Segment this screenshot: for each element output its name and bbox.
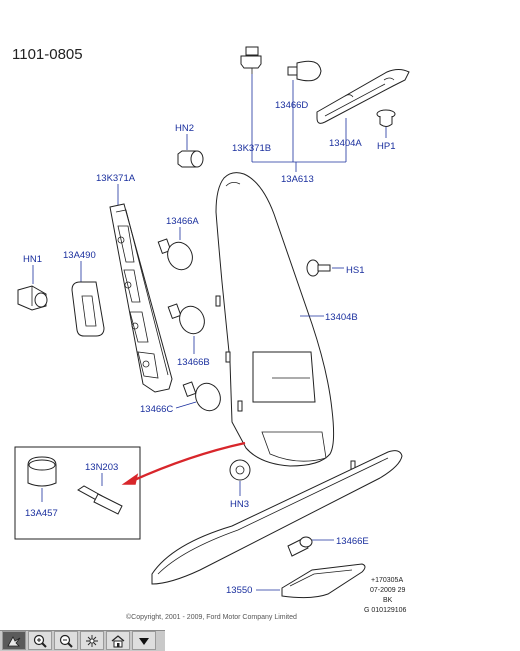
cover-13A490 <box>71 281 105 337</box>
label-13466C: 13466C <box>140 404 173 415</box>
label-13N203: 13N203 <box>85 462 118 473</box>
label-HN2: HN2 <box>175 123 194 134</box>
label-13A490: 13A490 <box>63 250 96 261</box>
home-button[interactable] <box>106 631 130 650</box>
label-13404A: 13404A <box>329 138 362 149</box>
label-13466B: 13466B <box>177 357 210 368</box>
stop-lamp-13404A <box>316 69 410 124</box>
stamp-line-4: G 010129106 <box>364 607 407 614</box>
zoom-out-icon <box>59 634 73 648</box>
nut-HN2 <box>177 150 204 168</box>
bulb-13466B <box>167 303 205 335</box>
home-icon <box>111 634 125 647</box>
select-icon <box>7 635 21 646</box>
bulb-13N203 <box>77 485 123 515</box>
bulb-13466A <box>157 238 193 271</box>
label-13K371A: 13K371A <box>96 173 136 184</box>
label-13K371B: 13K371B <box>232 143 271 154</box>
bulb-13466E <box>287 536 313 557</box>
bulb-13466D <box>287 60 322 82</box>
moulding-13550 <box>151 450 403 585</box>
label-13A613: 13A613 <box>281 174 314 185</box>
exploded-parts-diagram: 1101-0805 13K371B 13466D 13404A 13A613 H… <box>12 46 410 621</box>
zoom-out-button[interactable] <box>54 631 78 650</box>
viewer-toolbar <box>0 630 165 651</box>
fit-icon <box>86 634 98 647</box>
bulb-holder-13K371A <box>109 203 173 393</box>
stamp-line-3: BK <box>383 597 393 604</box>
select-tool-button[interactable] <box>2 631 26 650</box>
stamp-line-2: 07-2009 29 <box>370 587 406 594</box>
copyright-text: ©Copyright, 2001 - 2009, Ford Motor Comp… <box>126 613 297 621</box>
label-HS1: HS1 <box>346 265 364 276</box>
label-13550: 13550 <box>226 585 252 596</box>
label-13404B: 13404B <box>325 312 358 323</box>
label-13A457: 13A457 <box>25 508 58 519</box>
pointer-arrow <box>131 441 246 483</box>
screw-HS1 <box>306 259 331 277</box>
label-HP1: HP1 <box>377 141 395 152</box>
label-13466A: 13466A <box>166 216 199 227</box>
label-13466D: 13466D <box>275 100 308 111</box>
label-13466E: 13466E <box>336 536 369 547</box>
nut-HN3 <box>229 459 251 481</box>
nut-HN1 <box>17 285 48 311</box>
label-HN1: HN1 <box>23 254 42 265</box>
connector-13K371B <box>240 46 262 74</box>
zoom-in-icon <box>33 634 47 648</box>
label-HN3: HN3 <box>230 499 249 510</box>
diagram-reference: 1101-0805 <box>12 46 83 63</box>
menu-dropdown-button[interactable] <box>132 631 156 650</box>
menu-down-icon <box>139 637 149 645</box>
zoom-in-button[interactable] <box>28 631 52 650</box>
stamp-line-1: +170305A <box>371 577 403 584</box>
rear-lamp-13404B <box>215 172 335 467</box>
plug-HP1 <box>376 109 396 127</box>
fit-view-button[interactable] <box>80 631 104 650</box>
bulb-13466C <box>182 381 221 412</box>
plate-lamp <box>281 563 366 599</box>
socket-13A457 <box>27 456 57 487</box>
